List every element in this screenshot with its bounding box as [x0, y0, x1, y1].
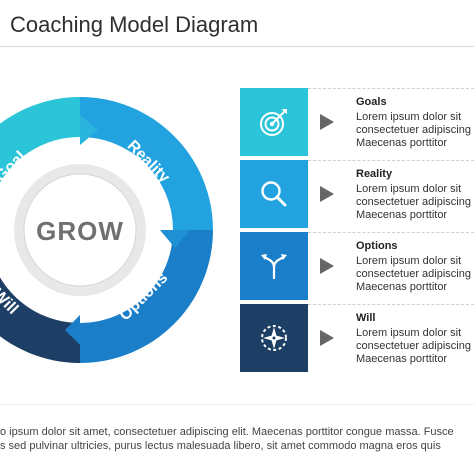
- footer-text-line: o ipsum dolor sit amet, consectetuer adi…: [0, 426, 454, 438]
- row-title: Goals: [356, 96, 387, 108]
- split-arrow-icon: [261, 254, 287, 279]
- row-divider: [308, 160, 474, 161]
- row-text-line: Maecenas porttitor: [356, 353, 448, 365]
- wheel-segment-will: [0, 277, 80, 363]
- page-title: Coaching Model Diagram: [10, 12, 259, 37]
- row-text-line: Lorem ipsum dolor sit: [356, 327, 462, 339]
- wheel-notch-right: [160, 230, 190, 248]
- list-item-goals: Goals Lorem ipsum dolor sit consectetuer…: [240, 88, 474, 156]
- row-divider: [308, 88, 474, 89]
- title-divider: [0, 46, 474, 47]
- row-text-line: Lorem ipsum dolor sit: [356, 255, 462, 267]
- row-text-line: consectetuer adipiscing: [356, 340, 471, 352]
- wheel-notch-top: [80, 115, 98, 145]
- row-text-line: consectetuer adipiscing: [356, 124, 471, 136]
- list-item-reality: Reality Lorem ipsum dolor sit consectetu…: [240, 160, 474, 228]
- list-item-will: Will Lorem ipsum dolor sit consectetuer …: [240, 304, 474, 372]
- search-icon: [261, 181, 287, 207]
- row-text-line: Lorem ipsum dolor sit: [356, 183, 462, 195]
- row-arrow-icon: [320, 186, 334, 202]
- row-text-line: Maecenas porttitor: [356, 209, 448, 221]
- row-text-line: Maecenas porttitor: [356, 137, 448, 149]
- list-item-options: Options Lorem ipsum dolor sit consectetu…: [240, 232, 474, 300]
- compass-icon: [261, 325, 287, 351]
- row-title: Reality: [356, 168, 393, 180]
- row-text-line: consectetuer adipiscing: [356, 196, 471, 208]
- row-arrow-icon: [320, 330, 334, 346]
- tile-will: [240, 304, 308, 372]
- wheel-notch-bottom: [65, 315, 80, 345]
- center-disc-inner: [23, 173, 137, 287]
- wheel-segment-reality: [80, 97, 213, 230]
- footer-text-line: s sed pulvinar ultricies, purus lectus m…: [0, 440, 441, 452]
- tile-reality: [240, 160, 308, 228]
- wheel-segment-options: [80, 230, 213, 363]
- grow-wheel-diagram: GROW Goal Reality Options Will: [0, 97, 213, 363]
- target-icon: [260, 109, 287, 136]
- row-arrow-icon: [320, 258, 334, 274]
- tile-goals: [240, 88, 308, 156]
- row-divider: [308, 232, 474, 233]
- row-title: Options: [356, 240, 398, 252]
- center-label: GROW: [36, 216, 124, 246]
- row-text-line: Maecenas porttitor: [356, 281, 448, 293]
- row-divider: [308, 304, 474, 305]
- row-text-line: Lorem ipsum dolor sit: [356, 111, 462, 123]
- row-text-line: consectetuer adipiscing: [356, 268, 471, 280]
- tile-options: [240, 232, 308, 300]
- row-title: Will: [356, 312, 376, 324]
- row-arrow-icon: [320, 114, 334, 130]
- footer-divider: [0, 404, 474, 405]
- wheel-segment-goal: [0, 97, 80, 183]
